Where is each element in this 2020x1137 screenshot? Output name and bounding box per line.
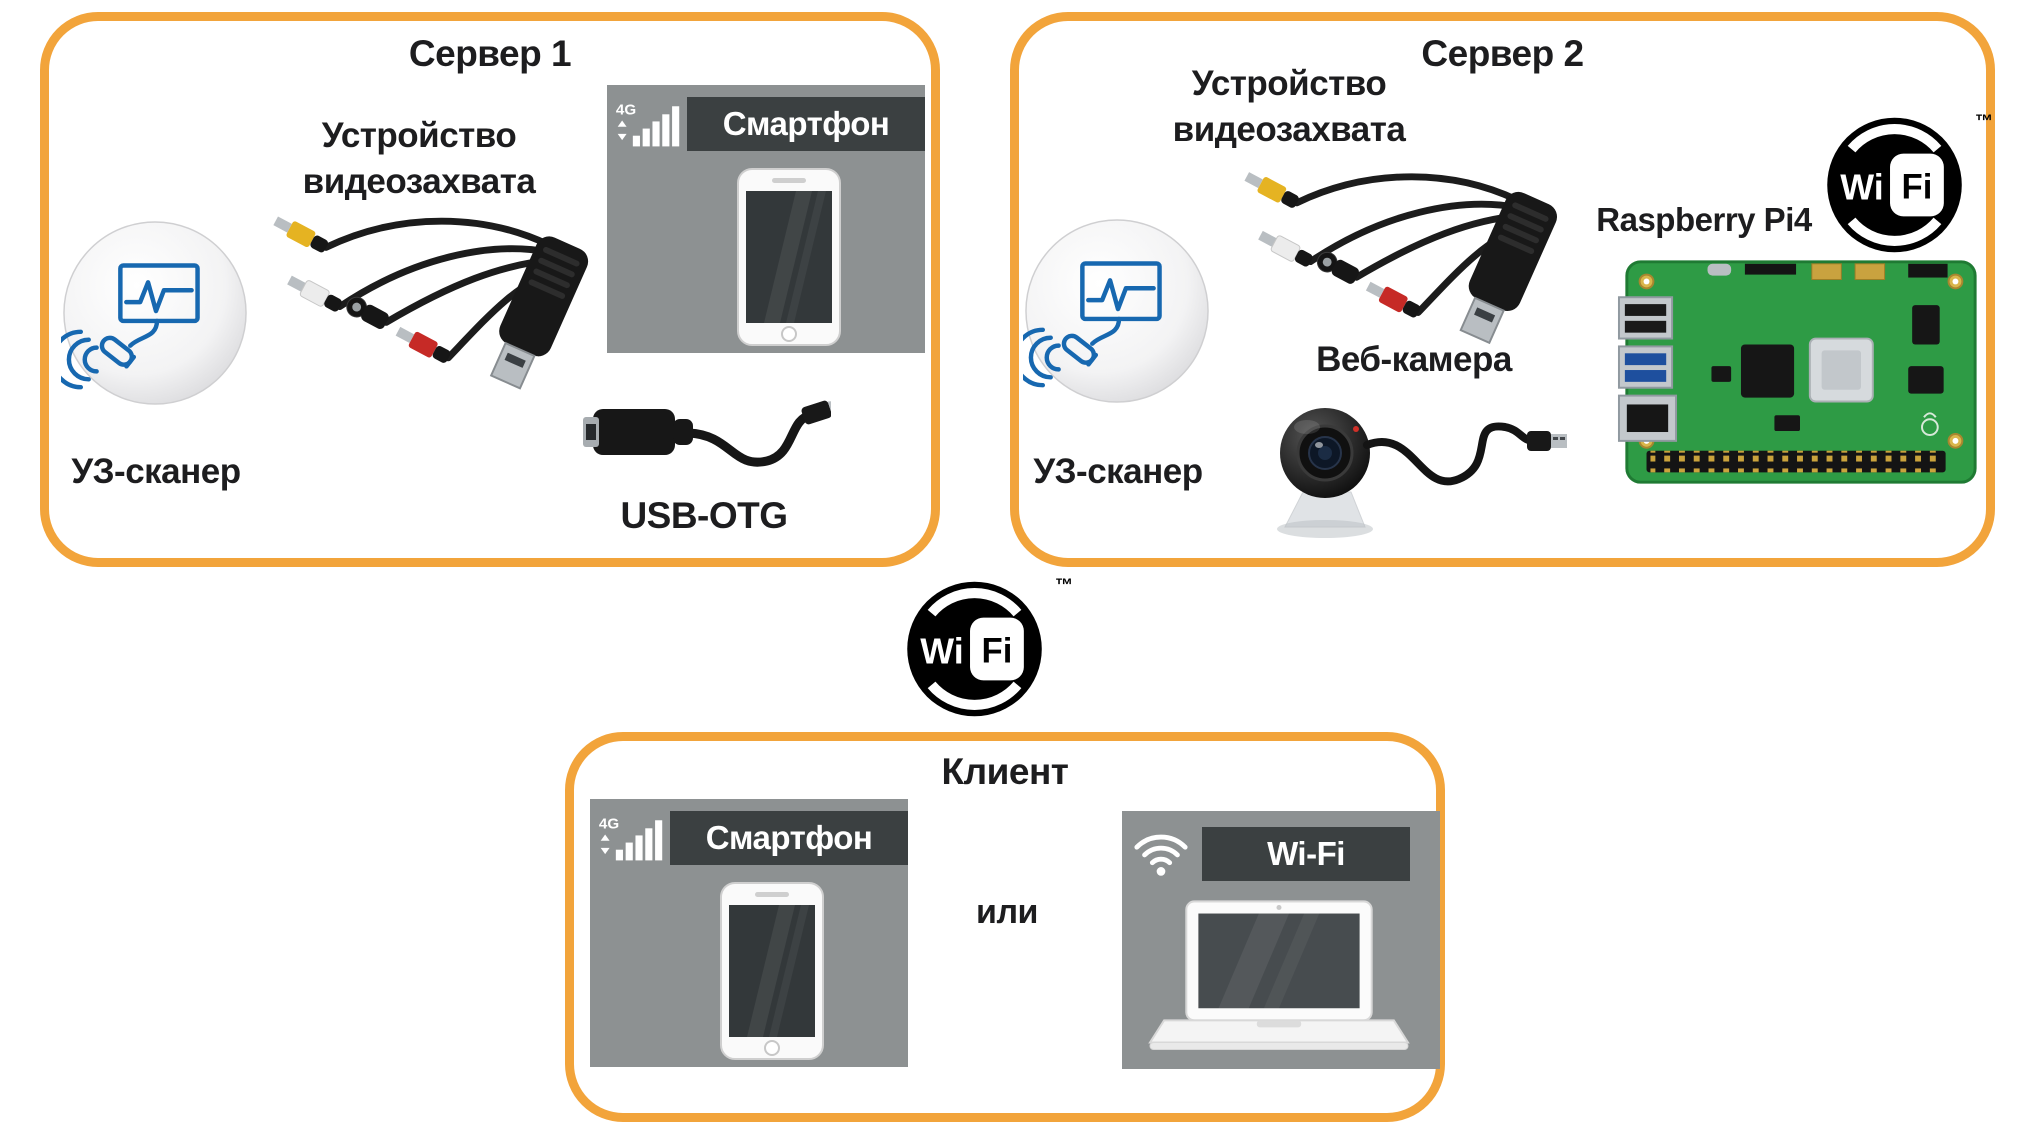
capture-device-label: Устройство видеозахвата [259, 113, 579, 205]
wifi-fi-text: Fi [981, 632, 1012, 670]
or-label: или [976, 893, 1038, 931]
webcam-image [1263, 377, 1573, 549]
usb-otg-cable-image [581, 371, 831, 486]
signal-4g-text: 4G [599, 815, 619, 832]
raspberry-pi-image [1617, 247, 1983, 497]
video-capture-device-image [254, 193, 609, 430]
ultrasound-scanner-icon [1023, 217, 1211, 405]
laptop-image [1148, 895, 1412, 1057]
wifi-wi-text: Wi [1840, 168, 1884, 208]
capture-label-line2: видеозахвата [1172, 110, 1406, 149]
smartphone-image [716, 881, 828, 1061]
laptop-panel-header: Wi-Fi [1202, 827, 1410, 881]
server1-title: Сервер 1 [408, 33, 572, 74]
server2-title: Сервер 2 [1421, 33, 1584, 74]
server2-group: Сервер 2 Устройство видеозахвата УЗ-скан… [1010, 12, 1995, 567]
ultrasound-scanner-icon [61, 219, 249, 407]
wifi-icon [1132, 827, 1190, 881]
smartphone-image [733, 167, 845, 347]
wifi-fi-text: Fi [1901, 168, 1932, 206]
smartphone-panel-header: Смартфон [670, 811, 908, 865]
signal-4g-icon: 4G [616, 101, 680, 147]
scanner-label: УЗ-сканер [1033, 452, 1203, 491]
server1-group: Сервер 1 УЗ-сканер Устройство видеозахва… [40, 12, 940, 567]
webcam-label: Веб-камера [1316, 340, 1512, 379]
capture-label-line1: Устройство [1191, 64, 1387, 103]
wifi-logo-mark: Wi Fi [1827, 117, 1962, 253]
smartphone-panel: 4G Смартфон [590, 799, 908, 1067]
scanner-label: УЗ-сканер [71, 452, 241, 491]
smartphone-panel: 4G Смартфон [607, 85, 925, 353]
trademark-symbol: ™ [1055, 575, 1073, 595]
smartphone-panel-header: Смартфон [687, 97, 925, 151]
signal-4g-icon: 4G [599, 815, 663, 861]
laptop-panel: Wi-Fi [1122, 811, 1440, 1069]
capture-device-label: Устройство видеозахвата [1129, 61, 1449, 153]
wifi-wi-text: Wi [920, 632, 964, 672]
client-title: Клиент [941, 751, 1069, 792]
signal-4g-text: 4G [616, 101, 636, 118]
wifi-logo: Wi Fi ™ [905, 575, 1085, 727]
capture-label-line1: Устройство [321, 116, 517, 155]
usb-otg-label: USB-OTG [620, 495, 788, 536]
raspberry-pi-label: Raspberry Pi4 [1596, 201, 1812, 238]
capture-label-line2: видеозахвата [302, 162, 536, 201]
client-group: Клиент 4G Смартфон или Wi-Fi [565, 732, 1445, 1122]
wifi-logo: Wi Fi ™ [1825, 111, 2005, 263]
trademark-symbol: ™ [1975, 111, 1993, 131]
wifi-logo-mark: Wi Fi [907, 581, 1042, 717]
